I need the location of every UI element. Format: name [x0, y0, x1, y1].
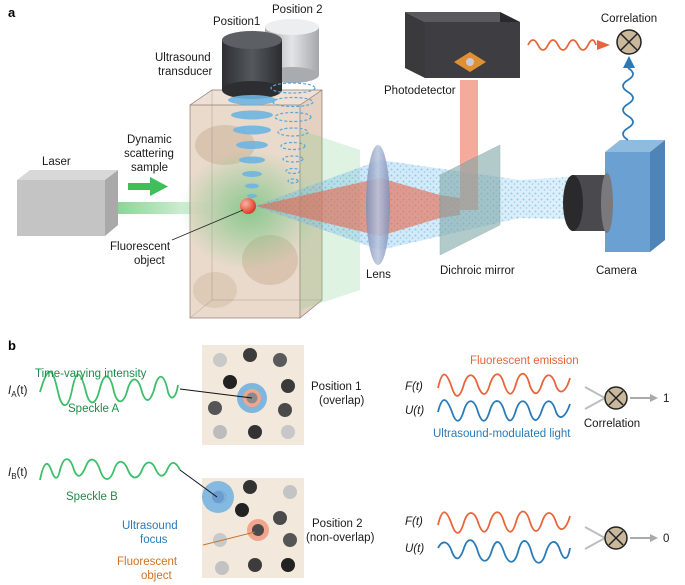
fluorescent-emission-label: Fluorescent emission — [470, 355, 579, 367]
laser-box — [17, 170, 118, 236]
f-t-label-1: F(t) — [405, 381, 423, 393]
fluorescent-beam — [256, 178, 460, 236]
ia-label: IA(t) — [8, 385, 28, 399]
camera — [563, 140, 665, 252]
fluorescent-object-b-label-line2: object — [141, 570, 172, 582]
dynamic-sample-label-line2: scattering — [124, 148, 174, 160]
fluorescent-object-label-line2: object — [134, 255, 165, 267]
position-1-overlap-label: (overlap) — [319, 395, 365, 407]
ultrasound-modulated-light-label: Ultrasound-modulated light — [433, 428, 571, 440]
camera-label: Camera — [596, 265, 638, 277]
correlation-label-b: Correlation — [584, 418, 640, 430]
position2-label: Position 2 — [272, 4, 323, 16]
position-2-label: Position 2 — [312, 518, 363, 530]
speckle-b-label: Speckle B — [66, 491, 118, 503]
correlation-label-top: Correlation — [601, 13, 657, 25]
speckle-a-label: Speckle A — [68, 403, 119, 415]
correlation-result-1: 1 — [663, 393, 669, 405]
ultrasound-transducer-label-line2: transducer — [158, 66, 213, 78]
ultrasound-focus-label-line2: focus — [140, 534, 168, 546]
lens — [366, 145, 390, 265]
orange-arrowhead-icon — [597, 40, 610, 50]
time-varying-intensity-label: Time-varying intensity — [35, 368, 147, 380]
position-2-nonoverlap-label: (non-overlap) — [306, 532, 375, 544]
fluorescent-object-label-line1: Fluorescent — [110, 241, 171, 253]
position-1-label: Position 1 — [311, 381, 362, 393]
lens-label: Lens — [366, 269, 391, 281]
fluorescent-object-leader-b — [202, 531, 256, 546]
fluorescent-object-leader-line — [171, 209, 244, 241]
correlation-result-2: 0 — [663, 533, 669, 545]
ultrasound-transducer-position-1 — [222, 31, 282, 99]
photodetector — [405, 12, 520, 78]
correlation-symbol-2-icon — [584, 526, 658, 550]
ultrasound-wavefronts-position-2 — [270, 82, 316, 184]
blue-arrowhead-icon — [623, 56, 635, 68]
u-t-label-1: U(t) — [405, 405, 424, 417]
speckle-a-waveform — [39, 370, 179, 407]
photodetector-label: Photodetector — [384, 85, 456, 97]
fluorescent-emission-waveform-1 — [437, 372, 571, 397]
position1-label: Position1 — [213, 16, 260, 28]
correlation-symbol-top-icon — [616, 29, 642, 55]
dynamic-sample-label-line3: sample — [131, 162, 168, 174]
speckle-b-waveform — [39, 458, 181, 481]
panel-b-label: b — [8, 338, 16, 353]
ultrasound-modulated-waveform-2 — [437, 539, 571, 564]
fluorescent-object-b-label-line1: Fluorescent — [117, 556, 178, 568]
speckle-a-leader-line — [179, 388, 253, 399]
speckle-pattern-position-1 — [202, 345, 304, 445]
f-t-label-2: F(t) — [405, 516, 423, 528]
fluorescent-emission-waveform-2 — [437, 510, 571, 534]
speckle-pattern-position-2 — [202, 478, 304, 578]
laser-label: Laser — [42, 156, 71, 168]
ib-label: IB(t) — [8, 467, 28, 481]
ultrasound-wavefronts-position-1 — [228, 95, 276, 198]
dichroic-mirror-label: Dichroic mirror — [440, 265, 515, 277]
photodetector-signal-wave — [527, 39, 597, 51]
ultrasound-transducer-label-line1: Ultrasound — [155, 52, 211, 64]
correlation-symbol-1-icon — [584, 386, 658, 410]
speckle-b-leader-line — [179, 469, 218, 498]
ultrasound-focus-label-line1: Ultrasound — [122, 520, 178, 532]
dynamic-sample-label-line1: Dynamic — [127, 134, 172, 146]
green-arrow-icon — [128, 177, 168, 196]
camera-signal-wave — [622, 67, 634, 141]
panel-a-label: a — [8, 5, 16, 20]
ultrasound-modulated-waveform-1 — [437, 399, 571, 422]
fluorescent-object-ball — [240, 198, 256, 214]
dichroic-mirror — [439, 144, 501, 256]
u-t-label-2: U(t) — [405, 543, 424, 555]
